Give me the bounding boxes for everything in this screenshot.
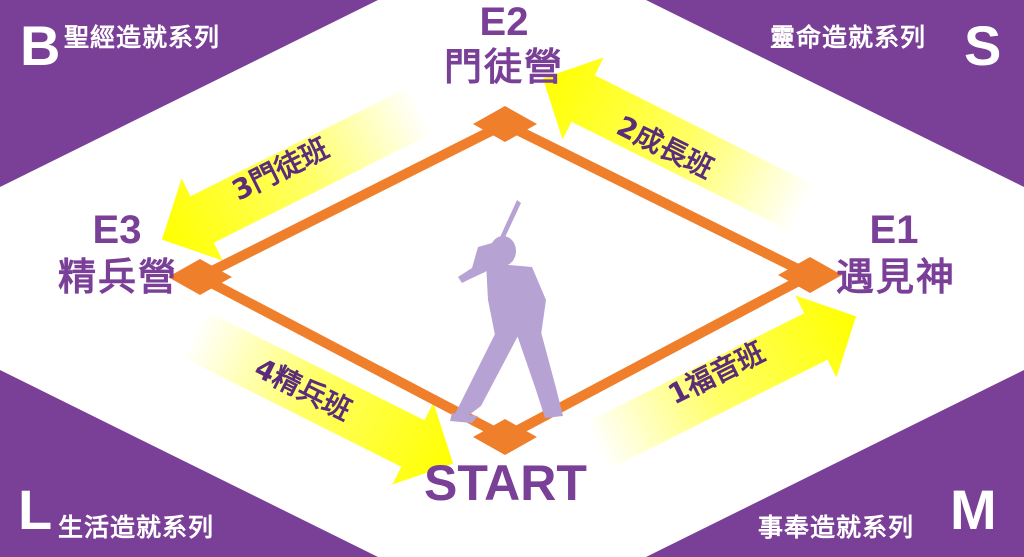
batter-silhouette-icon [450,200,563,423]
base-third [168,259,232,295]
stage-name-e3: 精兵營 [57,255,178,299]
arrow-class-2 [542,57,814,232]
arrow-class-3 [161,86,433,261]
base-second [473,106,537,142]
corner-letter-s: S [964,14,1002,77]
corner-panel-bottom-left [0,370,378,557]
stage-name-e2: 門徒營 [443,45,564,89]
corner-label-life: 生活造就系列 [58,513,215,542]
arrow-class-1 [585,295,857,470]
corner-letter-b: B [20,14,61,77]
base-first [778,257,842,293]
corner-panel-top-right [646,0,1024,187]
corner-label-ministry: 事奉造就系列 [758,513,915,542]
corner-letter-m: M [950,478,997,541]
arrow-class-4 [182,310,454,485]
corner-panel-bottom-right [646,370,1024,557]
corner-letter-l: L [18,478,53,541]
corner-panel-top-left [0,0,378,187]
stage-code-e3: E3 [92,208,142,252]
corner-label-spiritual: 靈命造就系列 [770,23,927,52]
corner-label-bible: 聖經造就系列 [64,23,221,52]
stage-name-e1: 遇見神 [835,255,956,299]
start-label: START [424,455,587,511]
stage-code-e2: E2 [479,0,529,44]
stage-code-e1: E1 [869,208,919,252]
home-plate [473,419,537,455]
